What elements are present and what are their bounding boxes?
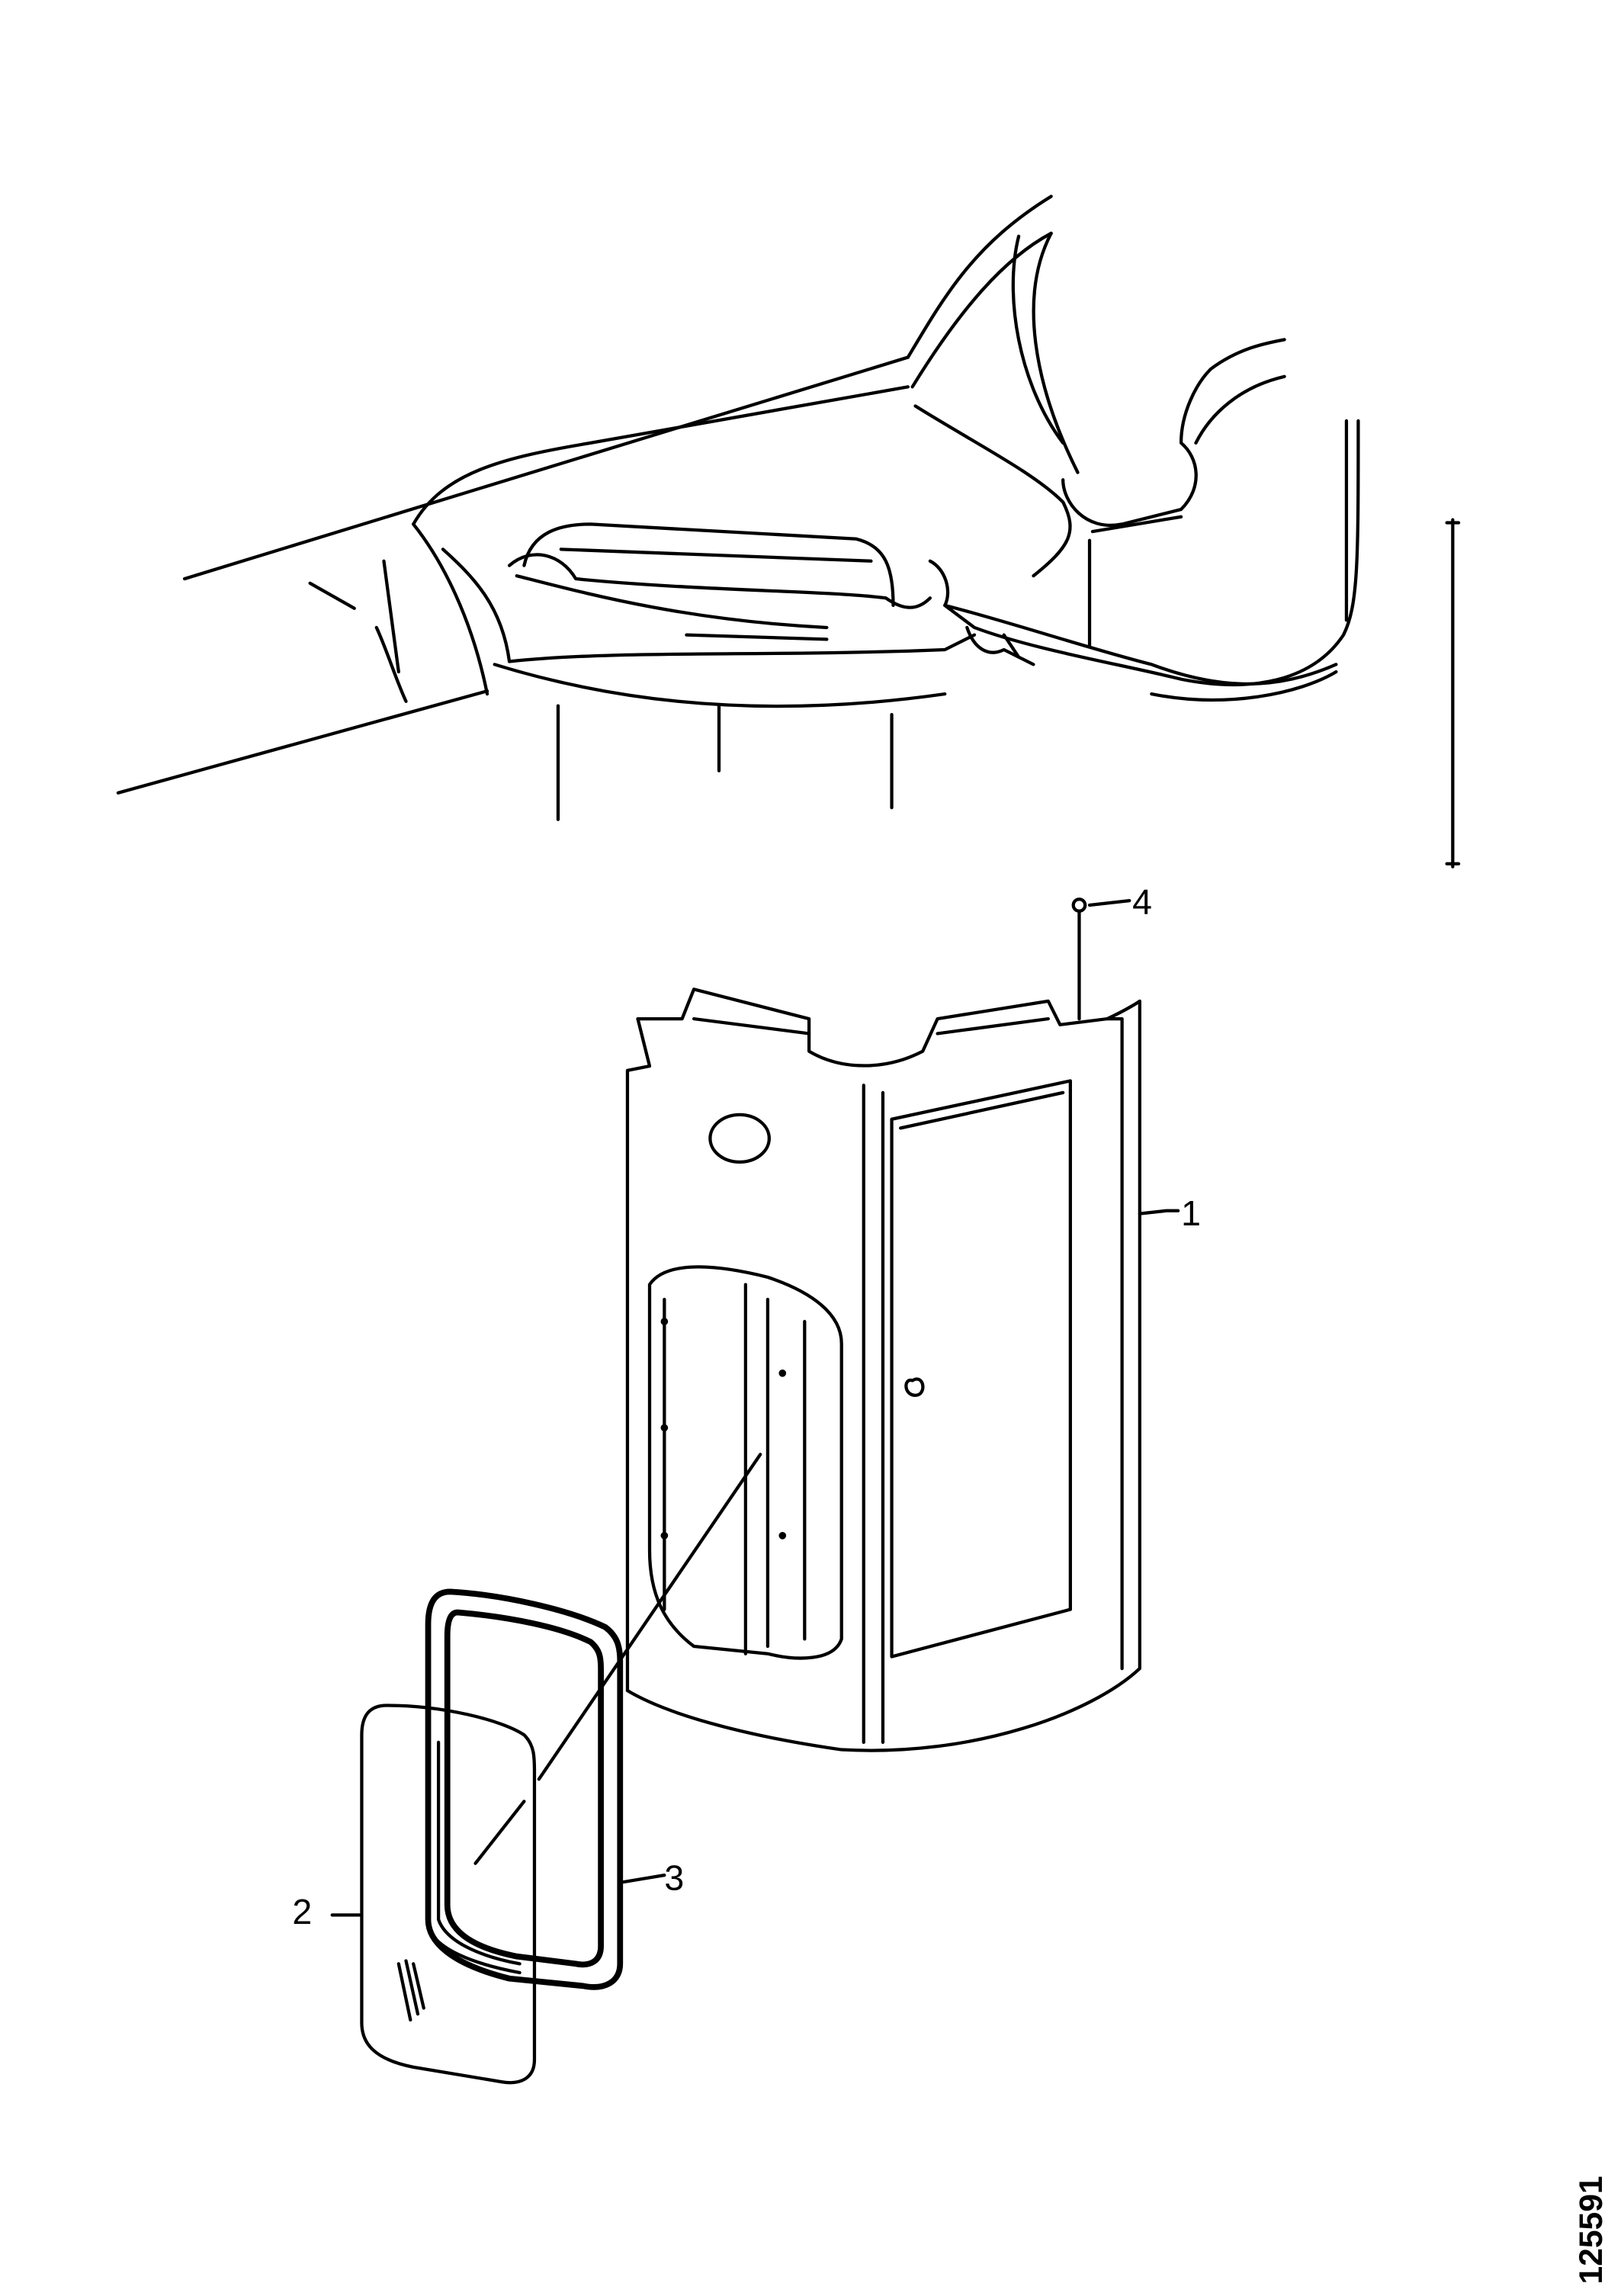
part-2-glass: 2 [292,1704,537,2085]
part-1-pillar-cover: 1 [625,987,1201,1752]
callout-3: 3 [664,1858,684,1898]
part-4-screw: 4 [1071,882,1152,1021]
part-3-seal: 3 [425,1588,684,1990]
dimension-line [1445,518,1461,869]
callout-4: 4 [1132,882,1152,922]
callout-2: 2 [292,1892,312,1932]
document-number: 125591 [1573,2176,1610,2284]
cab-roof-structure [116,194,1360,821]
callout-1: 1 [1181,1193,1201,1233]
assembly-guide-line [473,1453,762,1865]
